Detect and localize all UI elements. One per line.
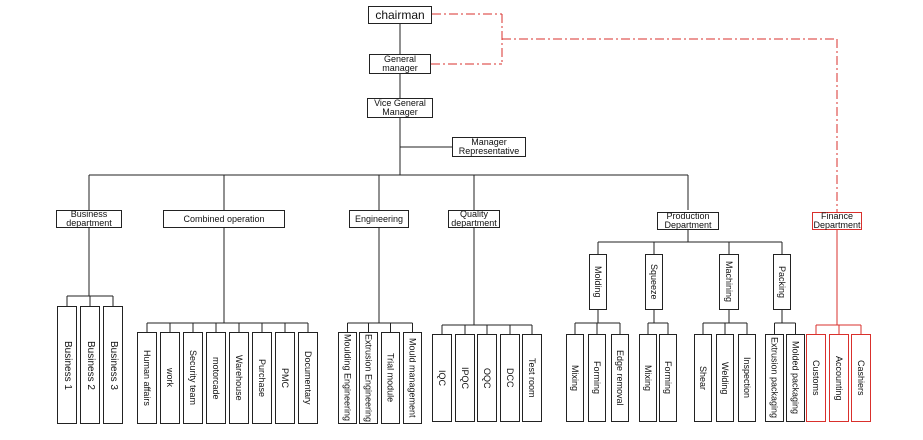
combined-warehouse-box-label: Warehouse [234, 355, 244, 401]
combined-human-affairs-box-label: Human affairs [142, 350, 152, 406]
production-squeeze-forming-box: Forming [659, 334, 677, 422]
quality-department-box-label: Quality department [451, 209, 497, 228]
business-business-1-box: Business 1 [57, 306, 77, 424]
production-section-molding-box: Molding [589, 254, 607, 310]
quality-oqc-box: OQC [477, 334, 497, 422]
quality-dcc-box-label: DCC [505, 368, 515, 388]
production-molding-edge-removal-box: Edge removal [611, 334, 629, 422]
combined-security-team-box-label: Security team [188, 350, 198, 406]
quality-test-room-box: Test room [522, 334, 542, 422]
combined-human-affairs-box: Human affairs [137, 332, 157, 424]
production-section-squeeze-box: Squeeze [645, 254, 663, 310]
combined-work-box-label: work [165, 368, 175, 388]
production-squeeze-mixing-box: Mixing [639, 334, 657, 422]
combined-operation-box: Combined operation [163, 210, 285, 228]
business-business-3-box-label: Business 3 [108, 340, 119, 390]
quality-oqc-box-label: OQC [482, 367, 492, 389]
combined-pmc-box: PMC [275, 332, 295, 424]
engineering-extrusion-engineering-box-label: Extrusion Engineering [363, 333, 374, 423]
production-section-machining-box: Machining [719, 254, 739, 310]
business-business-2-box: Business 2 [80, 306, 100, 424]
business-department-box: Business department [56, 210, 122, 228]
finance-accounting-box-label: Accounting [834, 355, 844, 401]
combined-motorcade-box-label: motorcade [211, 356, 221, 400]
production-packing-molded-packaging-box-label: Molded packaging [790, 341, 801, 415]
combined-purchase-box: Purchase [252, 332, 272, 424]
quality-test-room-box-label: Test room [527, 358, 537, 398]
production-packing-molded-packaging-box: Molded packaging [786, 334, 805, 422]
engineering-trial-module-box: Trial module [381, 332, 400, 424]
finance-customs-box: Customs [806, 334, 826, 422]
production-department-box: Production Department [657, 212, 719, 230]
combined-warehouse-box: Warehouse [229, 332, 249, 424]
manager-representative-box: Manager Representative [452, 137, 526, 157]
vice-general-manager-box-label: Vice General Manager [374, 98, 426, 117]
general-manager-box: General manager [369, 54, 431, 74]
production-section-machining-box-label: Machining [724, 261, 734, 303]
quality-iqc-box: IQC [432, 334, 452, 422]
engineering-trial-module-box-label: Trial module [385, 353, 396, 403]
production-squeeze-mixing-box-label: Mixing [643, 364, 653, 391]
production-packing-extrusion-packaging-box-label: Extrusion packaging [769, 337, 780, 419]
engineering-mould-management-box-label: Mould management [407, 338, 418, 418]
production-packing-extrusion-packaging-box: Extrusion packaging [765, 334, 784, 422]
finance-department-box-label: Finance Department [813, 211, 861, 230]
engineering-moulding-engineering-box: Moulding Engineering [338, 332, 357, 424]
chairman-box: chairman [368, 6, 432, 24]
production-section-packing-box: Packing [773, 254, 791, 310]
business-business-1-box-label: Business 1 [62, 340, 73, 390]
manager-representative-box-label: Manager Representative [458, 137, 520, 156]
production-molding-mixing-box: Mixing [566, 334, 584, 422]
quality-department-box: Quality department [448, 210, 500, 228]
finance-customs-box-label: Customs [811, 360, 821, 396]
production-machining-inspection-box: Inspection [738, 334, 756, 422]
business-business-3-box: Business 3 [103, 306, 123, 424]
engineering-mould-management-box: Mould management [403, 332, 422, 424]
engineering-box: Engineering [349, 210, 409, 228]
engineering-extrusion-engineering-box: Extrusion Engineering [359, 332, 378, 424]
vice-general-manager-box: Vice General Manager [367, 98, 433, 118]
production-section-squeeze-box-label: Squeeze [649, 264, 659, 300]
combined-documentary-box-label: Documentary [303, 351, 313, 405]
production-machining-inspection-box-label: Inspection [742, 357, 752, 399]
production-section-packing-box-label: Packing [777, 265, 787, 299]
engineering-box-label: Engineering [354, 213, 404, 224]
production-molding-forming-box-label: Forming [592, 361, 602, 395]
production-section-molding-box-label: Molding [593, 266, 603, 298]
production-molding-forming-box: Forming [588, 334, 606, 422]
chairman-box-label: chairman [375, 8, 425, 22]
production-molding-mixing-box-label: Mixing [570, 364, 580, 391]
production-molding-edge-removal-box-label: Edge removal [615, 350, 625, 406]
production-department-box-label: Production Department [664, 211, 712, 230]
quality-iqc-box-label: IQC [437, 369, 447, 386]
general-manager-box-label: General manager [382, 54, 418, 73]
finance-cashiers-box-label: Cashiers [856, 360, 866, 396]
combined-purchase-box-label: Purchase [257, 358, 267, 398]
business-business-2-box-label: Business 2 [85, 340, 96, 390]
production-machining-welding-box: Welding [716, 334, 734, 422]
combined-motorcade-box: motorcade [206, 332, 226, 424]
combined-pmc-box-label: PMC [280, 368, 290, 388]
production-machining-shear-box-label: Shear [698, 365, 708, 391]
combined-documentary-box: Documentary [298, 332, 318, 424]
production-machining-welding-box-label: Welding [720, 361, 730, 395]
combined-operation-box-label: Combined operation [183, 213, 265, 224]
quality-dcc-box: DCC [500, 334, 520, 422]
finance-accounting-box: Accounting [829, 334, 849, 422]
combined-work-box: work [160, 332, 180, 424]
engineering-moulding-engineering-box-label: Moulding Engineering [342, 334, 353, 422]
production-machining-shear-box: Shear [694, 334, 712, 422]
business-department-box-label: Business department [66, 209, 112, 228]
quality-ipqc-box: IPQC [455, 334, 475, 422]
production-squeeze-forming-box-label: Forming [663, 361, 673, 395]
combined-security-team-box: Security team [183, 332, 203, 424]
finance-cashiers-box: Cashiers [851, 334, 871, 422]
quality-ipqc-box-label: IPQC [460, 366, 470, 389]
finance-department-box: Finance Department [812, 212, 862, 230]
